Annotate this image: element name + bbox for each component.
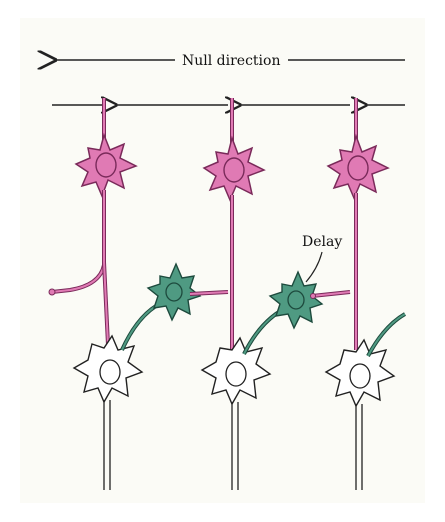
white-neuron-3 [326, 340, 394, 406]
magenta-neuron-1 [76, 135, 136, 196]
magenta-neuron-3 [328, 136, 388, 198]
green-neuron-1 [122, 264, 228, 350]
magenta-neuron-2 [204, 138, 264, 200]
white-neuron-1 [74, 336, 142, 402]
white-neuron-2 [202, 338, 270, 404]
delay-label: Delay [302, 234, 342, 250]
green-neuron-2 [244, 272, 350, 354]
column-1 [49, 98, 142, 490]
null-direction-label: Null direction [182, 53, 280, 69]
delay-pointer [306, 252, 322, 282]
